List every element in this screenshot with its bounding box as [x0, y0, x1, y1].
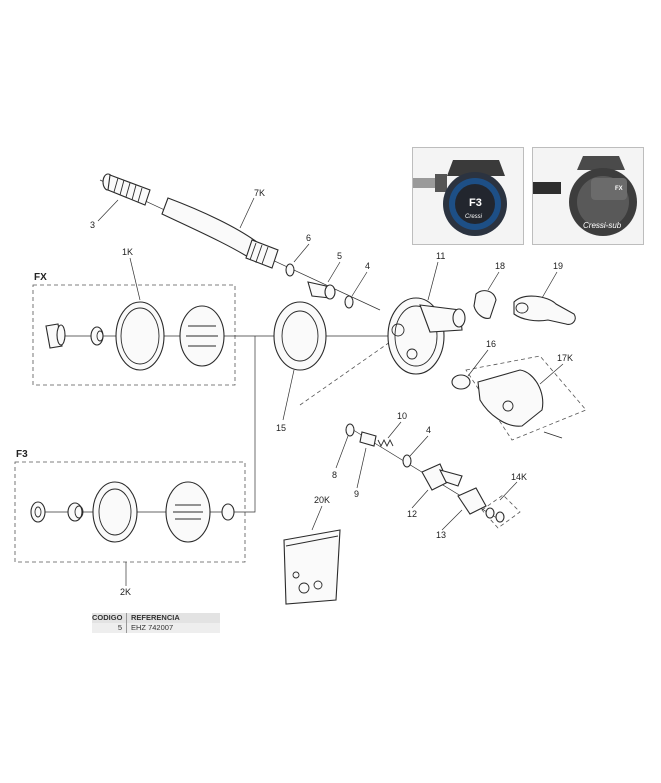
label-7k: 7K: [254, 188, 265, 198]
fx-purge-button: [45, 323, 66, 349]
part-17k-exhaust-tee: [477, 369, 563, 439]
label-17k: 17K: [557, 353, 573, 363]
f3-brand-text: Cressi: [465, 214, 483, 220]
label-2k: 2K: [120, 587, 131, 597]
group-label-fx: FX: [34, 272, 47, 283]
label-15: 15: [276, 423, 286, 433]
part-7k-hose: [161, 197, 279, 269]
label-19: 19: [553, 261, 563, 271]
part-20k-spare-bag: [283, 529, 341, 605]
f3-retaining-ring: [92, 481, 138, 543]
part-4-o-ring-lower: [402, 454, 412, 468]
table-header-referencia: REFERENCIA: [131, 613, 180, 622]
part-15-diaphragm: [273, 301, 327, 371]
table-cell-code: 5: [92, 623, 127, 633]
leader-lines: [97, 197, 564, 586]
regulator-fx-illustration: FX Cressi-sub: [533, 156, 637, 236]
table-header-row: CODIGO REFERENCIA: [92, 613, 220, 623]
f3-purge-button: [30, 501, 46, 523]
f3-clip-ring: [221, 503, 235, 521]
label-16: 16: [486, 339, 496, 349]
fx-retaining-ring: [115, 301, 165, 371]
label-11: 11: [436, 251, 445, 261]
part-10-spring: [377, 438, 394, 448]
reference-table: CODIGO REFERENCIA 5 EHZ 742007: [92, 613, 220, 633]
label-10: 10: [397, 411, 407, 421]
regulator-f3-illustration: F3 Cressi: [413, 160, 507, 236]
label-4-upper: 4: [365, 261, 370, 271]
part-3-hose-fitting: [102, 173, 151, 206]
f3-spring: [67, 502, 84, 522]
label-9: 9: [354, 489, 359, 499]
label-3: 3: [90, 220, 95, 230]
label-20k: 20K: [314, 495, 330, 505]
f3-badge-text: F3: [469, 197, 482, 209]
part-4-o-ring-upper: [344, 295, 354, 309]
table-row: 5 EHZ 742007: [92, 623, 220, 633]
part-13-lever: [457, 487, 487, 515]
14k-group-box: [481, 494, 521, 529]
part-12-valve-body: [421, 463, 463, 491]
group-label-f3: F3: [16, 449, 28, 460]
part-19-mouthpiece: [513, 295, 576, 325]
part-18-mouthpiece-clip: [473, 290, 497, 319]
photo-fx-regulator: FX Cressi-sub: [532, 147, 644, 245]
part-11-body: [387, 297, 466, 375]
f3-front-cover: [165, 481, 211, 543]
part-14k-nut: [485, 507, 505, 523]
label-13: 13: [436, 530, 446, 540]
label-1k: 1K: [122, 247, 133, 257]
label-5: 5: [337, 251, 342, 261]
table-cell-ref: EHZ 742007: [131, 623, 174, 632]
photo-f3-regulator: F3 Cressi: [412, 147, 524, 245]
label-4-lower: 4: [426, 425, 431, 435]
fx-front-cover: [179, 305, 225, 367]
axis-line-lower: [299, 334, 401, 406]
fx-group-box: [32, 284, 236, 386]
part-6-o-ring: [285, 263, 295, 277]
part-9-valve-pin: [359, 431, 377, 447]
fx-brand-text: Cressi-sub: [583, 221, 622, 230]
fx-badge-text: FX: [615, 186, 623, 192]
label-8: 8: [332, 470, 337, 480]
label-6: 6: [306, 233, 311, 243]
label-18: 18: [495, 261, 505, 271]
label-14k: 14K: [511, 472, 527, 482]
part-8-o-ring: [345, 423, 355, 437]
part-5-adapter: [307, 281, 336, 300]
part-16-washer: [451, 374, 471, 390]
label-12: 12: [407, 509, 417, 519]
table-header-codigo: CODIGO: [92, 613, 127, 623]
fx-spring: [90, 326, 104, 346]
